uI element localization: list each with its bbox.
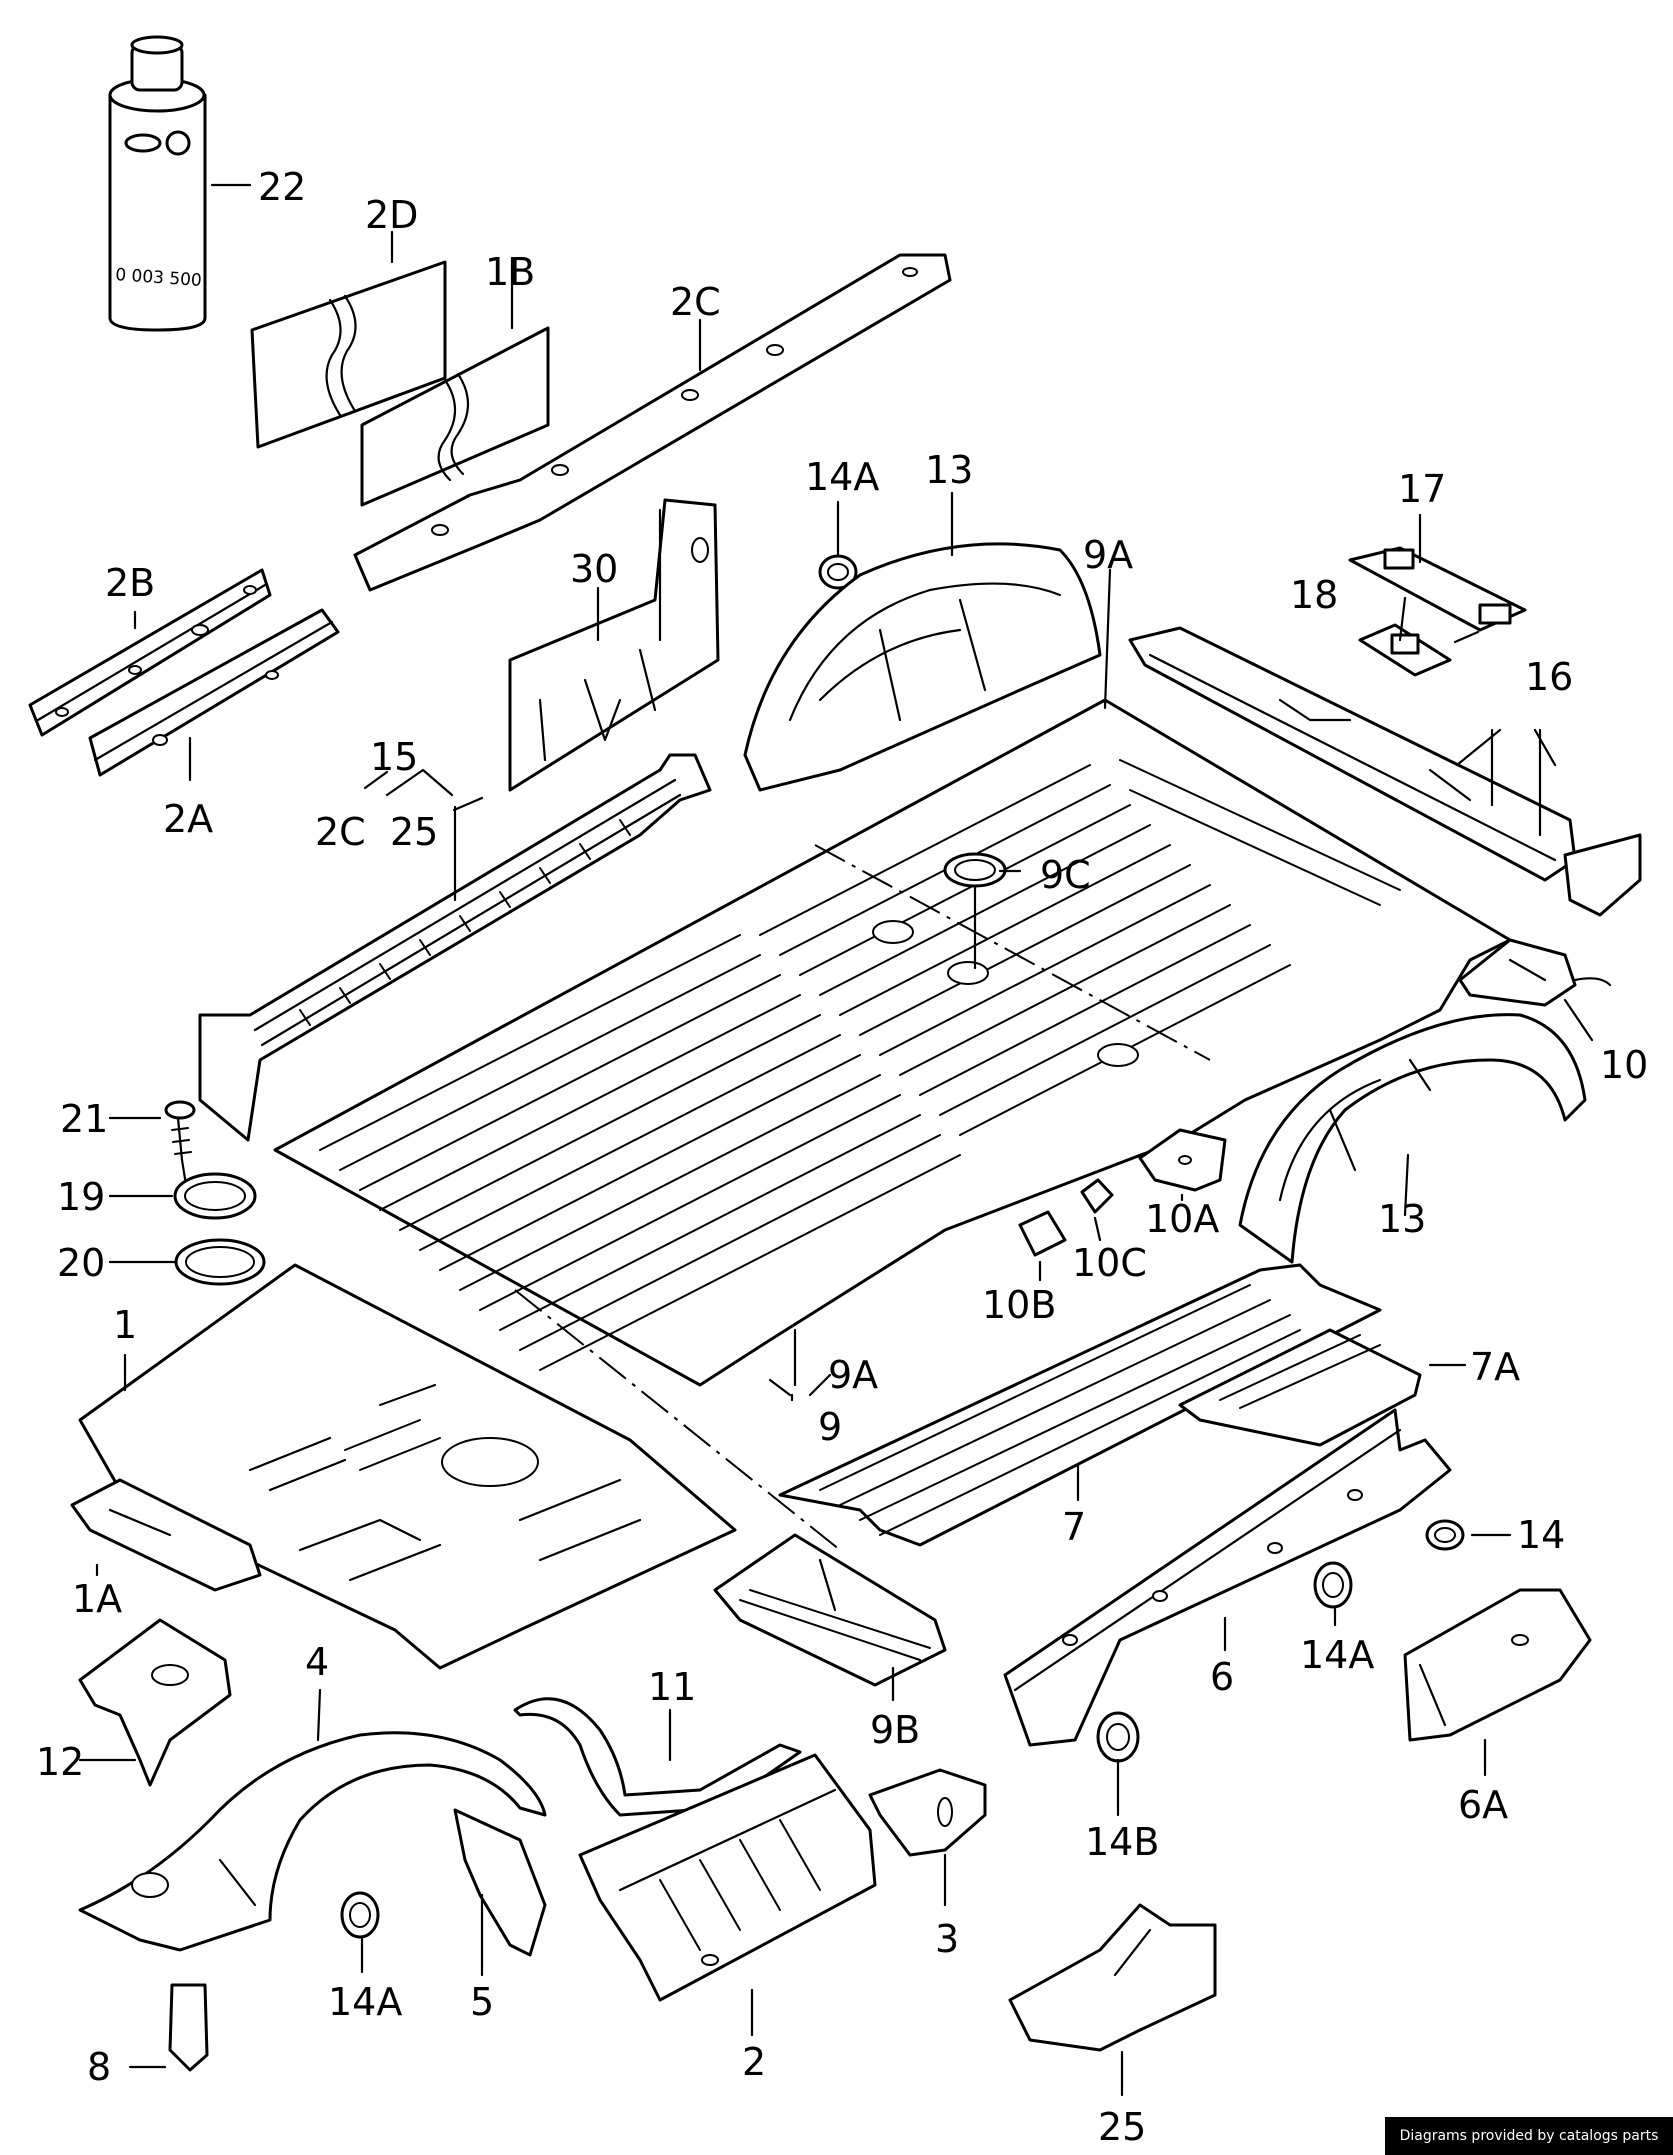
label-15-2C: 2C (315, 810, 366, 854)
part-25-bracket (1008, 1903, 1217, 2052)
callout-labels: 22 2D 1B 2C 2B 2A 30 14A 13 9A 17 18 16 … (36, 165, 1648, 2149)
label-9B: 9B (870, 1708, 920, 1752)
part-30-pillar (508, 498, 720, 792)
label-14A-top: 14A (805, 455, 879, 499)
label-3: 3 (935, 1917, 959, 1961)
part-8-clip (168, 1983, 209, 2072)
label-21: 21 (60, 1097, 108, 1141)
part-10C-bracket (1080, 1178, 1114, 1214)
credit-banner: Diagrams provided by catalogs parts (1385, 2117, 1673, 2155)
label-7: 7 (1062, 1505, 1086, 1549)
part-20-seal (174, 1238, 266, 1286)
part-16-rear-crossmember (1128, 626, 1642, 917)
leader-lines (78, 230, 1594, 2097)
label-15: 15 (370, 735, 418, 779)
part-5-panel (453, 1808, 547, 1957)
label-6A: 6A (1458, 1783, 1508, 1827)
part-10-corner-bracket (1458, 938, 1612, 1007)
part-4-front-wheel-arch (78, 1731, 547, 1952)
part-14A-grommet-bottom (340, 1891, 380, 1939)
part-2D-insulation-mat (250, 260, 447, 449)
part-12-bracket (78, 1618, 232, 1787)
label-25-bottom: 25 (1098, 2105, 1146, 2149)
part-14-grommet (1425, 1519, 1465, 1551)
label-19: 19 (57, 1175, 105, 1219)
part-2A-member (88, 608, 340, 777)
part-9B-floor-section (713, 1533, 947, 1687)
credit-text: Diagrams provided by catalogs parts (1399, 2128, 1659, 2144)
label-18: 18 (1290, 573, 1338, 617)
part-1-front-floor (78, 1263, 737, 1670)
part-13-wheel-housing-right (1238, 1013, 1587, 1264)
part-7-rear-floor (778, 1263, 1382, 1547)
label-17: 17 (1398, 467, 1446, 511)
part-6-side-sill (1003, 1408, 1452, 1747)
part-9A-main-floor (273, 698, 1512, 1387)
label-13-top: 13 (925, 448, 973, 492)
label-5: 5 (470, 1980, 494, 2024)
part-2-front-crossmember (578, 1753, 877, 2002)
label-1: 1 (113, 1303, 137, 1347)
part-15-side-sill (198, 753, 712, 1142)
label-2: 2 (742, 2040, 766, 2084)
label-14: 14 (1517, 1513, 1565, 1557)
part-22-sealant-can: 0 003 500 (108, 35, 207, 332)
label-22: 22 (258, 165, 306, 209)
label-1B: 1B (485, 250, 535, 294)
label-30: 30 (570, 547, 618, 591)
part-17-bracket (1348, 546, 1527, 632)
part-1B-sound-mat (360, 326, 550, 507)
label-6: 6 (1210, 1655, 1234, 1699)
part-2B-member (28, 568, 272, 737)
part-14B-grommet (1096, 1711, 1140, 1763)
label-9: 9 (818, 1405, 842, 1449)
part-21-screw (164, 1100, 196, 1187)
centerline-a (814, 844, 1211, 1061)
label-1A: 1A (72, 1577, 122, 1621)
label-2D: 2D (365, 193, 418, 237)
part-11-arch-strip (513, 1697, 802, 1817)
part-6A-bracket (1403, 1588, 1592, 1742)
label-16: 16 (1525, 655, 1573, 699)
label-7A: 7A (1470, 1345, 1520, 1389)
label-14A-bottom: 14A (328, 1980, 402, 2024)
label-4: 4 (305, 1640, 329, 1684)
label-15-25: 25 (390, 810, 438, 854)
part-14A-grommet-right (1313, 1561, 1353, 1609)
part-19-ring (173, 1172, 257, 1220)
label-8: 8 (87, 2045, 111, 2089)
label-9A-bottom: 9A (828, 1353, 878, 1397)
label-14A-right: 14A (1300, 1633, 1374, 1677)
part-9C-plug (943, 852, 1007, 970)
label-13-right: 13 (1378, 1197, 1426, 1241)
label-10: 10 (1600, 1043, 1648, 1087)
part-2C-rail (353, 253, 952, 592)
label-2A: 2A (163, 797, 213, 841)
part-14A-grommet-top (818, 554, 858, 590)
part-10B-bracket (1018, 1210, 1067, 1257)
label-10A: 10A (1145, 1197, 1219, 1241)
label-11: 11 (648, 1665, 696, 1709)
label-2B: 2B (105, 561, 155, 605)
label-10C: 10C (1072, 1241, 1147, 1285)
label-10B: 10B (982, 1283, 1056, 1327)
label-20: 20 (57, 1241, 105, 1285)
part-10A-bracket (1138, 1128, 1227, 1192)
label-2C: 2C (670, 280, 721, 324)
label-9C: 9C (1040, 853, 1091, 897)
label-12: 12 (36, 1740, 84, 1784)
centerline-b (514, 1289, 841, 1551)
part-18-bracket (1358, 623, 1452, 677)
label-14B: 14B (1085, 1820, 1159, 1864)
part-1A-bracket (70, 1478, 262, 1592)
label-9A-top: 9A (1083, 533, 1133, 577)
part-13-wheel-housing-top (743, 542, 1102, 792)
part-3-bracket (868, 1768, 987, 1857)
part-7A-floor-section (1178, 1328, 1422, 1447)
